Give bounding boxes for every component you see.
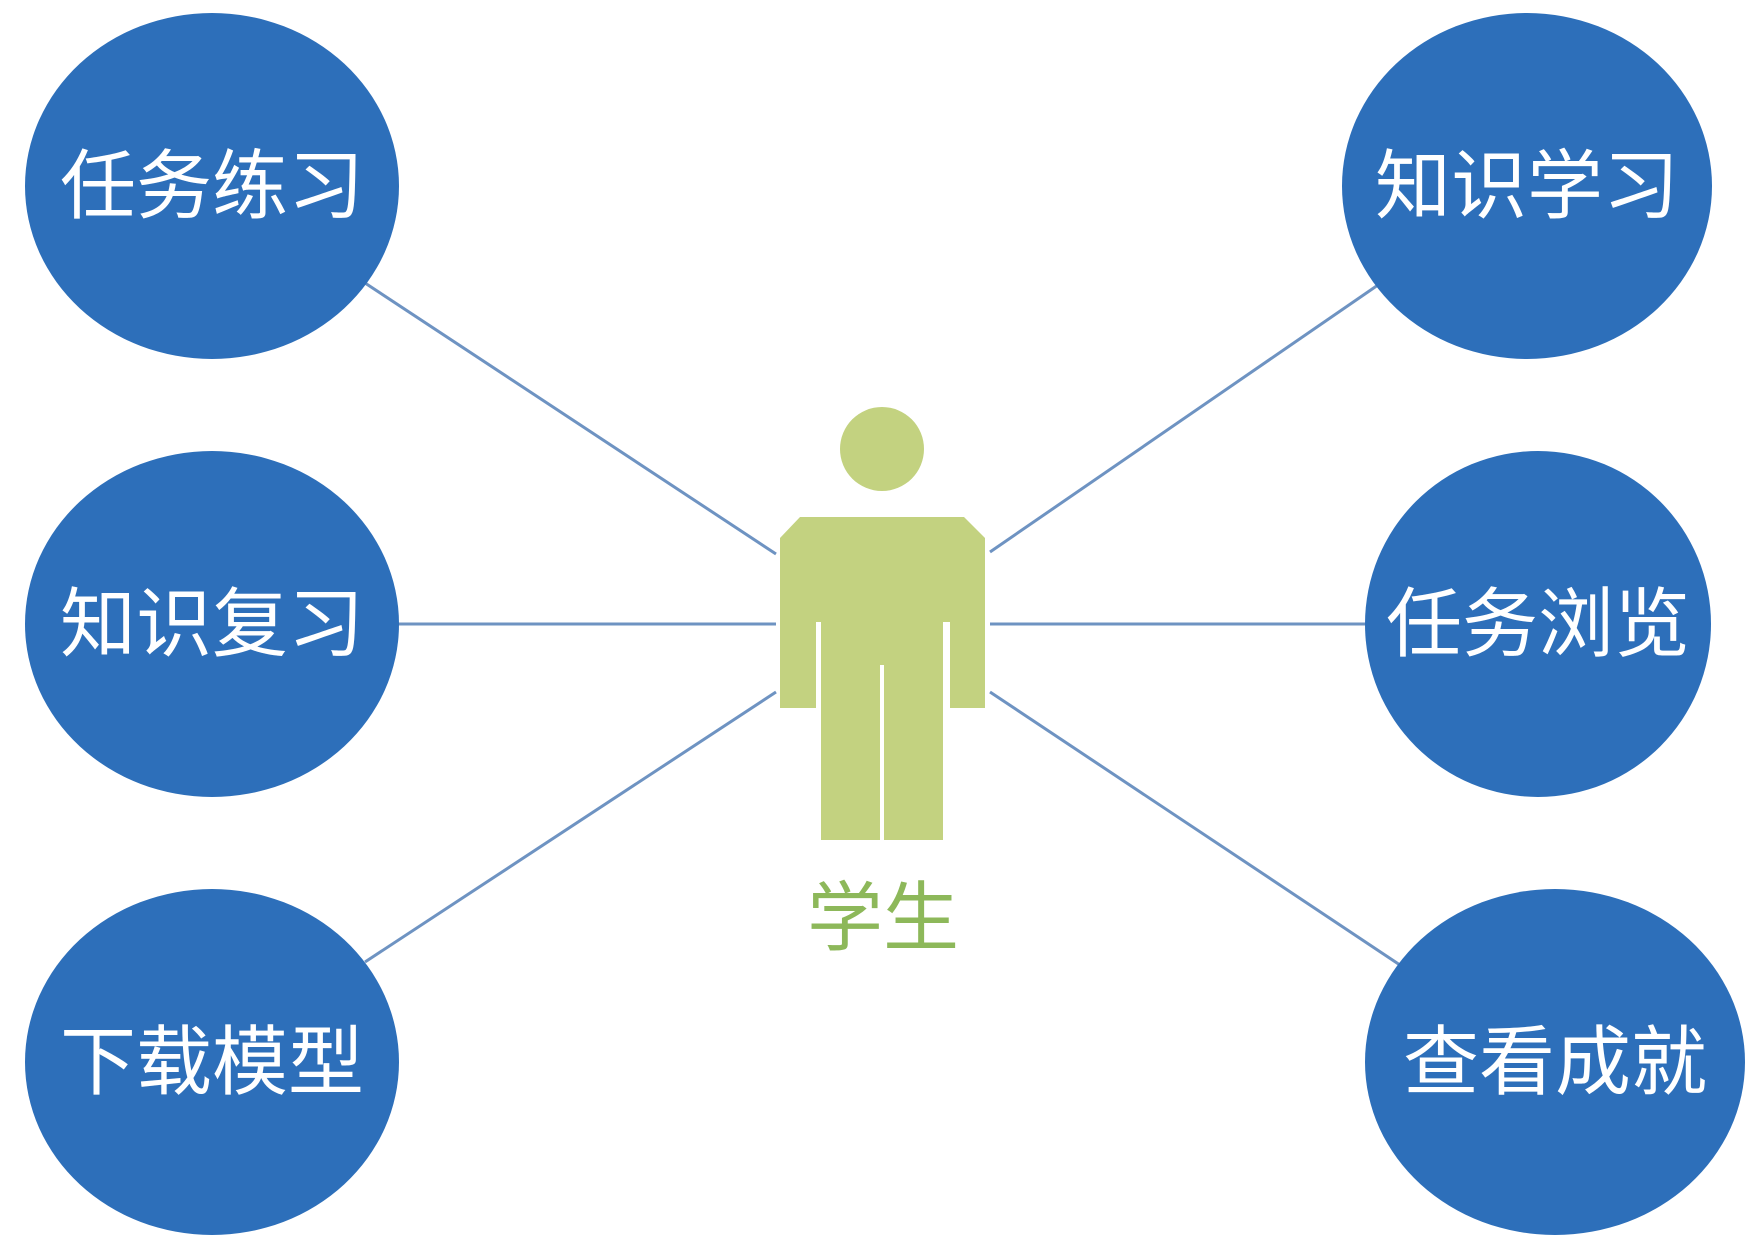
actor-student[interactable]: 学生 <box>780 407 985 963</box>
use-case-download-model[interactable]: 下载模型 <box>25 889 399 1235</box>
connectors <box>364 281 1401 967</box>
actor-label: 学生 <box>807 874 959 963</box>
use-case-label: 任务练习 <box>60 142 364 231</box>
connector-download-model <box>364 690 777 964</box>
use-case-view-achievements[interactable]: 查看成就 <box>1365 889 1745 1235</box>
use-case-ellipse <box>1365 451 1711 797</box>
use-case-ellipse <box>25 13 399 359</box>
use-case-ellipse <box>1365 889 1745 1235</box>
use-case-task-browse[interactable]: 任务浏览 <box>1365 451 1711 797</box>
use-case-ellipse <box>25 451 399 797</box>
use-case-label: 下载模型 <box>60 1018 364 1107</box>
use-case-ellipse <box>1342 13 1712 359</box>
use-case-label: 任务浏览 <box>1386 580 1690 669</box>
use-case-knowledge-review[interactable]: 知识复习 <box>25 451 399 797</box>
connector-task-practice <box>364 281 777 556</box>
use-case-label: 知识学习 <box>1375 142 1679 231</box>
connector-view-achievements <box>989 690 1401 967</box>
use-case-ellipse <box>25 889 399 1235</box>
use-case-knowledge-learning[interactable]: 知识学习 <box>1342 13 1712 359</box>
use-case-task-practice[interactable]: 任务练习 <box>25 13 399 359</box>
connector-knowledge-learning <box>989 283 1379 554</box>
use-case-label: 知识复习 <box>60 580 364 669</box>
person-icon <box>780 407 985 840</box>
use-case-label: 查看成就 <box>1403 1018 1707 1107</box>
